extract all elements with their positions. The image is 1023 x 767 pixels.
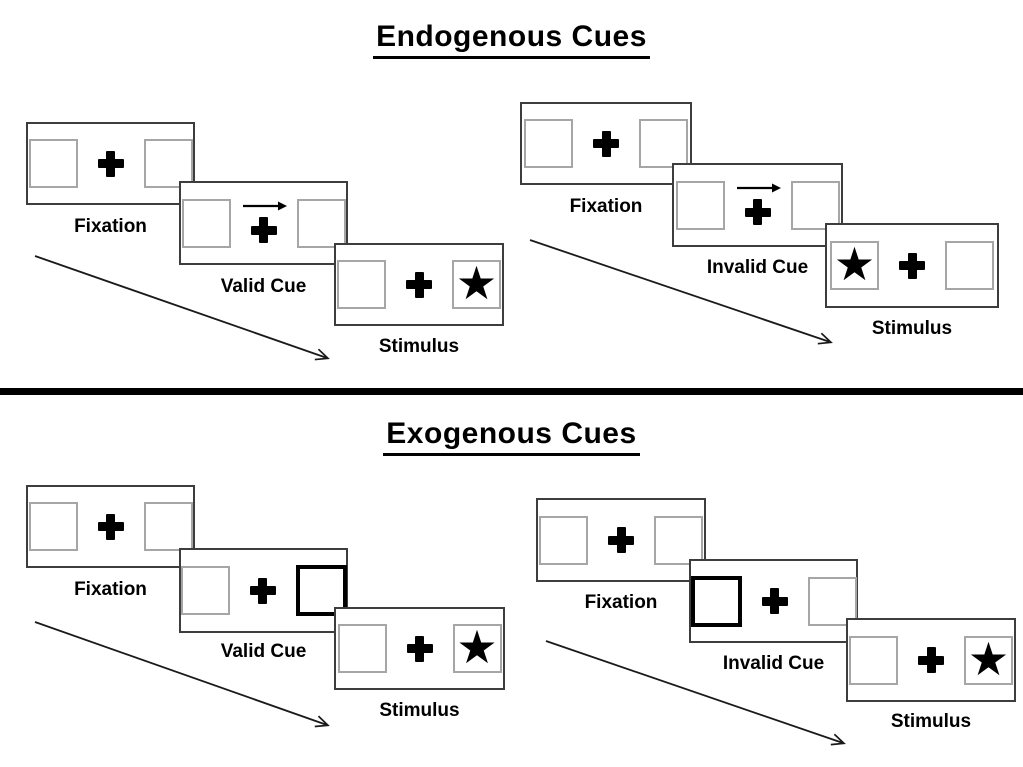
left-placeholder-box <box>180 566 230 615</box>
right-target-box: ★ <box>452 621 502 673</box>
fixation-cross-icon <box>918 647 944 673</box>
star-icon: ★ <box>456 621 498 673</box>
exogenous-section-title: Exogenous Cues <box>0 417 1023 456</box>
exogenous-invalid-stimulus-panel: ★ <box>846 618 1016 702</box>
fixation-cross-icon <box>736 183 781 225</box>
step-label: Fixation <box>74 216 147 237</box>
step-label: Invalid Cue <box>706 257 809 278</box>
timeline-arrow <box>34 255 330 361</box>
right-target-box: ★ <box>452 260 501 309</box>
left-placeholder-box <box>539 515 588 565</box>
fixation-cross-icon <box>249 577 276 604</box>
endogenous-valid-stimulus-panel: ★ <box>334 243 504 326</box>
right-placeholder-box <box>654 515 703 565</box>
fixation-cross-icon <box>899 252 925 279</box>
endogenous-invalid-stimulus-panel: ★ <box>825 223 999 308</box>
right-placeholder-box <box>143 502 193 551</box>
fixation-cross-icon <box>242 201 287 243</box>
right-placeholder-box <box>790 180 840 230</box>
endogenous-invalid-cue-panel <box>672 163 843 247</box>
right-placeholder-box <box>143 139 193 188</box>
section-divider <box>0 388 1023 395</box>
star-icon: ★ <box>967 632 1010 685</box>
step-label: Fixation <box>74 579 147 600</box>
right-arrow-cue-icon <box>736 183 781 193</box>
fixation-cross-icon <box>97 150 124 177</box>
endogenous-title-text: Endogenous Cues <box>373 20 650 59</box>
endogenous-valid-cue-panel <box>179 181 348 265</box>
step-label: Fixation <box>584 592 658 613</box>
right-placeholder-box <box>807 576 857 626</box>
endogenous-invalid-fixation-panel <box>520 102 692 185</box>
right-target-box: ★ <box>964 632 1013 685</box>
right-arrow-cue-icon <box>242 201 287 211</box>
left-highlighted-cue-box <box>690 575 742 627</box>
left-target-box: ★ <box>830 241 879 290</box>
step-label: Valid Cue <box>220 641 307 662</box>
left-placeholder-box <box>28 502 78 551</box>
fixation-cross-icon <box>406 271 432 298</box>
endogenous-section-title: Endogenous Cues <box>0 20 1023 59</box>
right-placeholder-box <box>639 119 688 168</box>
step-label: Stimulus <box>379 700 460 721</box>
fixation-cross-icon <box>593 130 619 157</box>
step-label: Stimulus <box>378 336 460 357</box>
left-placeholder-box <box>337 260 386 309</box>
timeline-arrow <box>34 621 330 728</box>
left-placeholder-box <box>524 119 573 168</box>
timeline-arrow <box>545 640 846 746</box>
step-label: Fixation <box>569 196 643 217</box>
fixation-cross-icon <box>97 513 124 540</box>
exogenous-valid-cue-panel <box>179 548 348 633</box>
fixation-cross-icon <box>608 527 634 553</box>
left-placeholder-box <box>849 635 898 685</box>
endogenous-valid-fixation-panel <box>26 122 195 205</box>
step-label: Invalid Cue <box>722 653 825 674</box>
fixation-cross-icon <box>761 588 788 614</box>
star-icon: ★ <box>455 257 498 309</box>
exogenous-invalid-fixation-panel <box>536 498 706 582</box>
exogenous-title-text: Exogenous Cues <box>383 417 640 456</box>
right-placeholder-box <box>296 198 346 248</box>
right-placeholder-box <box>945 241 994 290</box>
left-placeholder-box <box>337 624 387 673</box>
timeline-arrow <box>529 239 833 345</box>
left-placeholder-box <box>181 198 231 248</box>
step-label: Stimulus <box>871 318 953 339</box>
left-placeholder-box <box>675 180 725 230</box>
step-label: Stimulus <box>890 711 972 732</box>
exogenous-valid-stimulus-panel: ★ <box>334 607 505 690</box>
exogenous-valid-fixation-panel <box>26 485 195 568</box>
left-placeholder-box <box>28 139 78 188</box>
step-label: Valid Cue <box>220 276 307 297</box>
exogenous-invalid-cue-panel <box>689 559 858 643</box>
star-icon: ★ <box>833 238 876 290</box>
fixation-cross-icon <box>406 635 433 662</box>
